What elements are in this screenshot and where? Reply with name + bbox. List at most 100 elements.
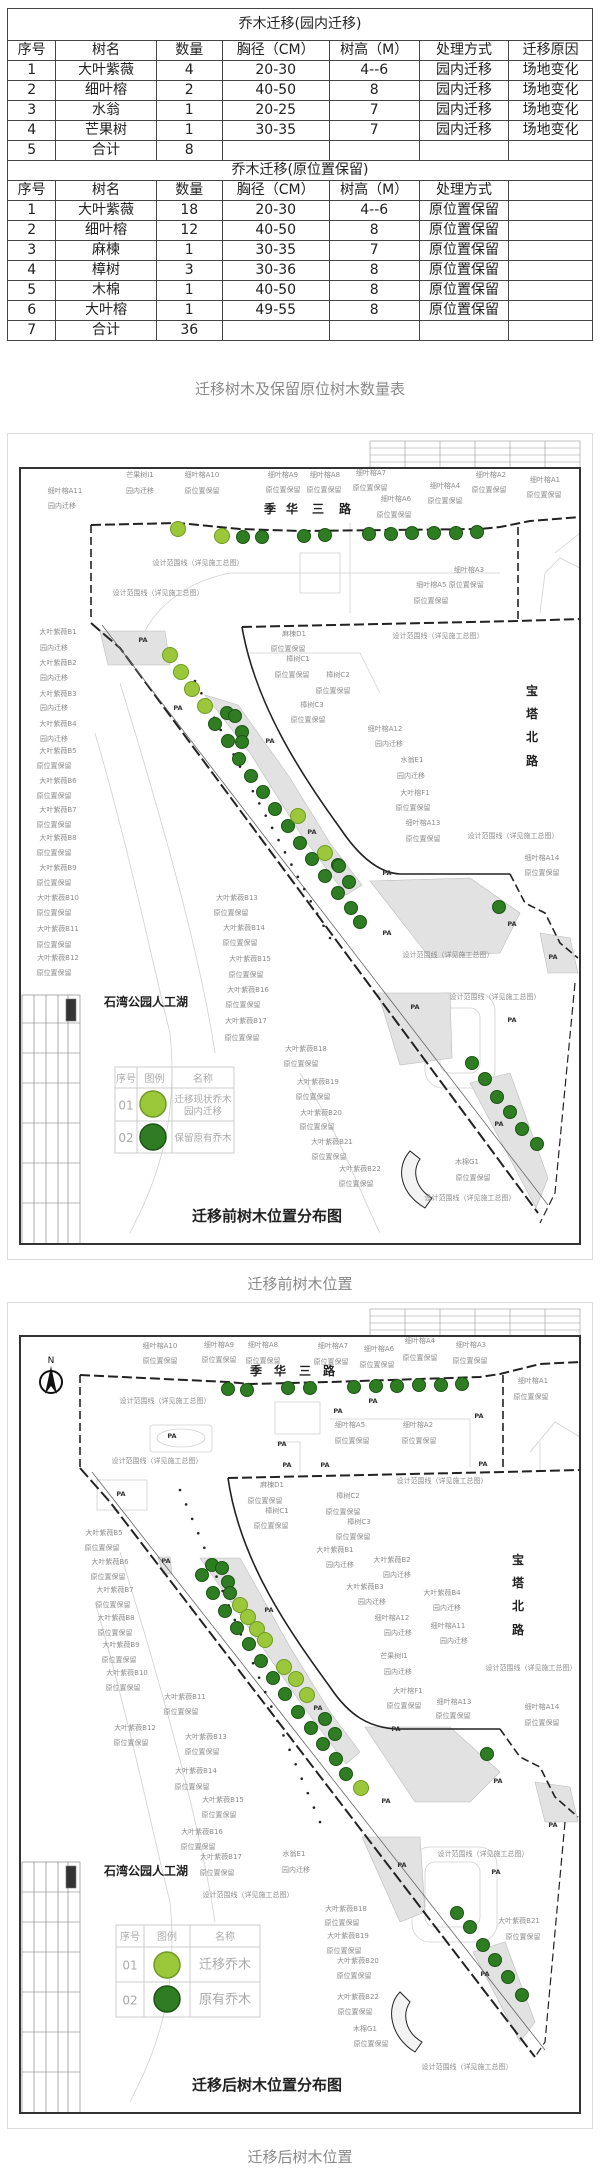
section-title-row: 乔木迁移(园内迁移) (7, 8, 593, 41)
column-header: 迁移原因 (508, 40, 593, 61)
tree-label: 原位置保留 (214, 908, 249, 917)
retained-tree-marker (339, 1767, 353, 1781)
table-cell: 水翁 (55, 100, 157, 121)
migrated-tree-legend-icon (139, 1090, 167, 1118)
map-after-caption: 迁移后树木位置 (247, 2148, 353, 2166)
tree-label: 原位置保留 (387, 1701, 422, 1710)
retained-tree-marker (316, 1737, 330, 1751)
table-cell: 4--6 (328, 60, 420, 81)
migrated-tree-marker (288, 1671, 304, 1687)
parking-area-label: PA (265, 737, 274, 745)
retained-tree-marker (342, 875, 356, 889)
tree-label: 大叶紫薇B21 (498, 1916, 540, 1925)
tree-label: 樟树C3 (300, 700, 323, 709)
tree-label: 园内迁移 (384, 1628, 412, 1637)
column-header: 处理方式 (418, 180, 510, 201)
tree-label: 细叶榕A13 (437, 1697, 472, 1706)
legend-header: 序号 (120, 1930, 140, 1943)
retained-tree-marker (503, 1105, 517, 1119)
parking-area-label: PA (173, 704, 182, 712)
parking-area-label: PA (282, 1461, 291, 1469)
legend-box (115, 1924, 261, 2018)
tree-label: 园内迁移 (40, 673, 68, 682)
tree-label: 原位置保留 (338, 2007, 373, 2016)
retained-tree-marker (242, 1637, 256, 1651)
table-cell: 原位置保留 (418, 260, 510, 281)
column-header: 序号 (6, 40, 57, 61)
bollard-dot (257, 802, 261, 805)
tree-label: 大叶榕F1 (393, 1686, 422, 1695)
bollard-dot (264, 814, 268, 817)
tree-label: 原位置保留 (325, 1918, 360, 1927)
tree-label: 原位置保留 (185, 486, 220, 495)
table-cell: 原位置保留 (418, 220, 510, 241)
table-cell (328, 320, 420, 341)
parking-area-label: PA (382, 929, 391, 937)
table-cell: 5 (6, 140, 57, 161)
retained-tree-marker (463, 1920, 477, 1934)
bollard-dot (328, 936, 332, 940)
tree-label: 大叶紫薇B3 (39, 689, 76, 698)
legend-header: 名称 (215, 1930, 235, 1943)
table-cell: 园内迁移 (418, 80, 510, 101)
retained-tree-marker (384, 527, 398, 541)
parking-area-label: PA (382, 869, 391, 877)
table-cell: 大叶紫薇 (55, 200, 157, 221)
parking-area-label: PA (381, 1797, 390, 1805)
table-cell: 1 (155, 240, 223, 261)
tree-label: 原位置保留 (436, 1711, 471, 1720)
table-cell: 场地变化 (508, 120, 593, 141)
tree-label: 大叶紫薇B20 (300, 1108, 342, 1117)
table-cell: 1 (155, 280, 223, 301)
tree-label: 园内迁移 (375, 739, 403, 748)
table-cell (508, 200, 593, 221)
tree-label: 细叶榕A13 (406, 818, 441, 827)
retained-tree-marker (218, 1604, 232, 1618)
tree-label: 细叶榕A1 (518, 1376, 548, 1385)
retained-tree-marker (223, 1586, 237, 1600)
table-cell (221, 320, 330, 341)
tree-label: 原位置保留 (377, 510, 412, 519)
tree-label: 设计范围线（详见施工总图） (403, 950, 494, 959)
tree-label: 原位置保留 (316, 686, 351, 695)
tree-label: 大叶紫薇B11 (37, 924, 79, 933)
table-cell: 麻楝 (55, 240, 157, 261)
parking-area-label: PA (410, 1003, 419, 1011)
column-header: 树高（M） (328, 180, 420, 201)
parking-area-label: PA (507, 920, 516, 928)
table-cell: 2 (6, 80, 57, 101)
retained-tree-marker (221, 734, 235, 748)
bollard-dot (322, 924, 325, 928)
table-cell: 4 (6, 260, 57, 281)
parking-area-label: PA (264, 1606, 273, 1614)
tree-label: 细叶榕A14 (525, 1702, 560, 1711)
retained-tree-marker (206, 1586, 220, 1600)
tree-label: 细叶榕A6 (364, 1344, 395, 1353)
table-cell (508, 240, 593, 261)
retained-tree-marker (266, 1671, 280, 1685)
tree-label: 大叶紫薇B22 (337, 1992, 379, 2001)
tree-label: 细叶榕A4 (405, 1336, 436, 1345)
legend-name: 迁移现状乔木 (174, 1094, 232, 1106)
table-cell: 园内迁移 (418, 120, 510, 141)
tree-label: 大叶紫薇B19 (297, 1077, 339, 1086)
column-header (508, 180, 593, 201)
tree-label: 原位置保留 (525, 1718, 560, 1727)
tree-label: 设计范围线（详见施工总图） (153, 558, 244, 567)
boundary-lines (79, 1361, 581, 2058)
header-row: 序号树名数量胸径（CM）树高（M）处理方式迁移原因 (6, 40, 593, 61)
tree-label: 樟树C2 (326, 670, 349, 679)
tree-label: 原位置保留 (226, 1000, 261, 1009)
tree-label: 原位置保留 (291, 715, 326, 724)
table-cell (418, 140, 510, 161)
retained-tree-marker (297, 529, 311, 543)
retained-tree-marker (478, 1072, 492, 1086)
pa-areas (99, 630, 579, 1209)
map-title: 迁移后树木位置分布图 (192, 2076, 342, 2094)
legend-number: 02 (118, 1131, 133, 1145)
tree-label: 原位置保留 (525, 868, 560, 877)
retained-tree-marker (515, 1988, 529, 2002)
